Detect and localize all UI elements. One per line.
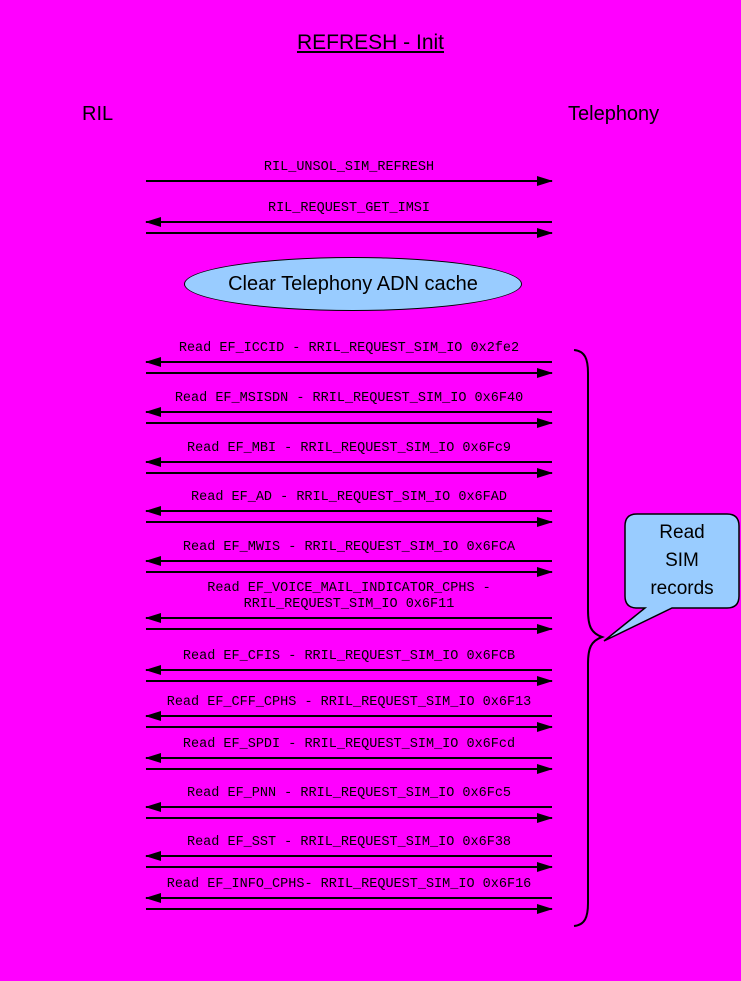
callout-label: Read SIM records (650, 522, 714, 599)
arrow-left-icon (145, 357, 553, 368)
message-read-ef-mwis: Read EF_MWIS - RRIL_REQUEST_SIM_IO 0x6FC… (145, 540, 553, 578)
arrow-right-icon (145, 176, 553, 187)
message-request-get-imsi: RIL_REQUEST_GET_IMSI (145, 201, 553, 239)
arrow-right-icon (145, 764, 553, 775)
message-label: Read EF_SST - RRIL_REQUEST_SIM_IO 0x6F38 (186, 835, 512, 850)
message-label: Read EF_CFIS - RRIL_REQUEST_SIM_IO 0x6FC… (182, 649, 516, 664)
message-label: Read EF_VOICE_MAIL_INDICATOR_CPHS - RRIL… (207, 581, 491, 612)
message-label: Read EF_ICCID - RRIL_REQUEST_SIM_IO 0x2f… (178, 341, 520, 356)
message-read-ef-cff-cphs: Read EF_CFF_CPHS - RRIL_REQUEST_SIM_IO 0… (145, 695, 553, 733)
page-title: REFRESH - Init (296, 31, 445, 54)
arrow-right-icon (145, 567, 553, 578)
message-read-ef-mbi: Read EF_MBI - RRIL_REQUEST_SIM_IO 0x6Fc9 (145, 441, 553, 479)
arrow-left-icon (145, 613, 553, 624)
message-label: Read EF_MWIS - RRIL_REQUEST_SIM_IO 0x6FC… (182, 540, 516, 555)
message-label: Read EF_PNN - RRIL_REQUEST_SIM_IO 0x6Fc5 (186, 786, 512, 801)
note-clear-adn-cache: Clear Telephony ADN cache (184, 257, 522, 311)
message-label: Read EF_INFO_CPHS- RRIL_REQUEST_SIM_IO 0… (166, 877, 532, 892)
message-label: Read EF_MSISDN - RRIL_REQUEST_SIM_IO 0x6… (174, 391, 524, 406)
participant-telephony: Telephony (568, 103, 660, 125)
note-label: Clear Telephony ADN cache (228, 272, 478, 295)
arrow-left-icon (145, 506, 553, 517)
arrow-left-icon (145, 407, 553, 418)
message-read-ef-ad: Read EF_AD - RRIL_REQUEST_SIM_IO 0x6FAD (145, 490, 553, 528)
arrow-right-icon (145, 676, 553, 687)
arrow-right-icon (145, 368, 553, 379)
message-read-ef-spdi: Read EF_SPDI - RRIL_REQUEST_SIM_IO 0x6Fc… (145, 737, 553, 775)
callout-read-sim-records: Read SIM records (625, 519, 739, 603)
message-read-ef-cfis: Read EF_CFIS - RRIL_REQUEST_SIM_IO 0x6FC… (145, 649, 553, 687)
message-label: Read EF_CFF_CPHS - RRIL_REQUEST_SIM_IO 0… (166, 695, 532, 710)
arrow-right-icon (145, 904, 553, 915)
arrow-left-icon (145, 893, 553, 904)
arrow-right-icon (145, 468, 553, 479)
message-label: Read EF_MBI - RRIL_REQUEST_SIM_IO 0x6Fc9 (186, 441, 512, 456)
message-read-ef-pnn: Read EF_PNN - RRIL_REQUEST_SIM_IO 0x6Fc5 (145, 786, 553, 824)
message-label: Read EF_AD - RRIL_REQUEST_SIM_IO 0x6FAD (191, 490, 507, 505)
message-unsol-sim-refresh: RIL_UNSOL_SIM_REFRESH (145, 160, 553, 187)
arrow-left-icon (145, 802, 553, 813)
arrow-left-icon (145, 753, 553, 764)
message-label: RIL_REQUEST_GET_IMSI (267, 201, 431, 216)
arrow-right-icon (145, 228, 553, 239)
message-read-ef-msisdn: Read EF_MSISDN - RRIL_REQUEST_SIM_IO 0x6… (145, 391, 553, 429)
arrow-right-icon (145, 862, 553, 873)
arrow-left-icon (145, 457, 553, 468)
callout-bubble (603, 513, 740, 642)
arrow-left-icon (145, 556, 553, 567)
right-brace-icon (573, 349, 605, 927)
arrow-left-icon (145, 665, 553, 676)
arrow-right-icon (145, 722, 553, 733)
message-label: RIL_UNSOL_SIM_REFRESH (263, 160, 435, 175)
arrow-left-icon (145, 711, 553, 722)
message-read-ef-info-cphs: Read EF_INFO_CPHS- RRIL_REQUEST_SIM_IO 0… (145, 877, 553, 915)
participant-ril: RIL (82, 103, 114, 125)
message-read-ef-voice-mail-indicator-cphs: Read EF_VOICE_MAIL_INDICATOR_CPHS - RRIL… (145, 581, 553, 635)
arrow-right-icon (145, 418, 553, 429)
message-label: Read EF_SPDI - RRIL_REQUEST_SIM_IO 0x6Fc… (182, 737, 516, 752)
arrow-right-icon (145, 813, 553, 824)
arrow-left-icon (145, 851, 553, 862)
message-read-ef-iccid: Read EF_ICCID - RRIL_REQUEST_SIM_IO 0x2f… (145, 341, 553, 379)
arrow-left-icon (145, 217, 553, 228)
arrow-right-icon (145, 517, 553, 528)
message-read-ef-sst: Read EF_SST - RRIL_REQUEST_SIM_IO 0x6F38 (145, 835, 553, 873)
arrow-right-icon (145, 624, 553, 635)
